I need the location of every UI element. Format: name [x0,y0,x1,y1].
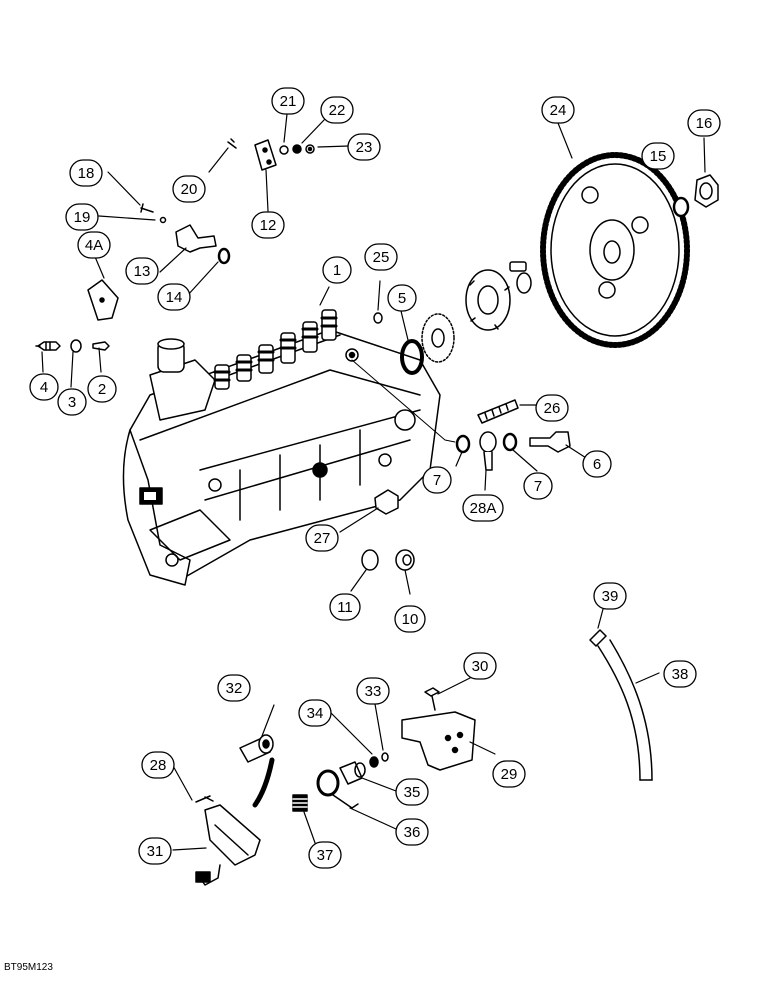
callout-12: 12 [260,217,277,234]
leader-lines [41,113,706,855]
callout-14: 14 [166,289,183,306]
callout-19: 19 [74,209,91,226]
solenoid-31 [195,757,275,886]
washer-11 [361,549,379,571]
spring-37 [292,794,308,812]
callout-7-left: 7 [433,472,441,489]
callout-38: 38 [672,666,689,683]
hose-38 [589,629,653,781]
sleeve-35 [339,761,366,785]
callout-35: 35 [404,784,421,801]
callout-27: 27 [314,530,331,547]
callout-24: 24 [550,102,567,119]
callout-4: 4 [40,379,48,396]
callout-18: 18 [78,165,95,182]
banjo-assembly [351,359,571,471]
lock-washer [672,196,690,218]
clip-36 [316,769,359,809]
nut-27 [374,489,399,515]
callout-34: 34 [307,705,324,722]
sleeve-10 [395,549,415,571]
plunger-32 [239,734,274,763]
gear-nut [694,174,719,208]
callout-4a: 4A [85,237,103,254]
callout-28a: 28A [470,500,497,517]
callout-29: 29 [501,766,518,783]
callout-16: 16 [696,115,713,132]
callout-3: 3 [68,394,76,411]
callout-2: 2 [98,381,106,398]
callout-6: 6 [593,456,601,473]
callout-5: 5 [398,290,406,307]
callout-25: 25 [373,249,390,266]
o-ring [400,339,424,375]
callout-26: 26 [544,400,561,417]
callout-31: 31 [147,843,164,860]
bracket-12 [227,138,277,171]
callout-13: 13 [134,263,151,280]
callout-22: 22 [329,102,346,119]
callout-36: 36 [404,824,421,841]
callout-30: 30 [472,658,489,675]
callout-21: 21 [280,93,297,110]
reference-code: BT95M123 [4,962,53,973]
callout-28: 28 [150,757,167,774]
small-hardware-21-23 [279,144,315,155]
seal-34 [369,756,379,768]
callout-1: 1 [333,262,341,279]
callout-32: 32 [226,680,243,697]
callout-23: 23 [356,139,373,156]
fittings-2-4 [35,339,110,353]
gear-hub [421,261,532,363]
callout-11: 11 [337,599,353,616]
callout-37: 37 [317,847,334,864]
callout-39: 39 [602,588,619,605]
callout-20: 20 [181,181,198,198]
drive-gear [540,152,690,348]
injection-pump [122,309,441,586]
callout-7-right: 7 [534,478,542,495]
callout-33: 33 [365,683,382,700]
bracket-29 [401,687,476,771]
callout-10: 10 [402,611,419,628]
fitting-13 [140,203,231,265]
small-o-ring [373,312,383,324]
callout-15: 15 [650,148,667,165]
seal-33 [381,752,389,762]
